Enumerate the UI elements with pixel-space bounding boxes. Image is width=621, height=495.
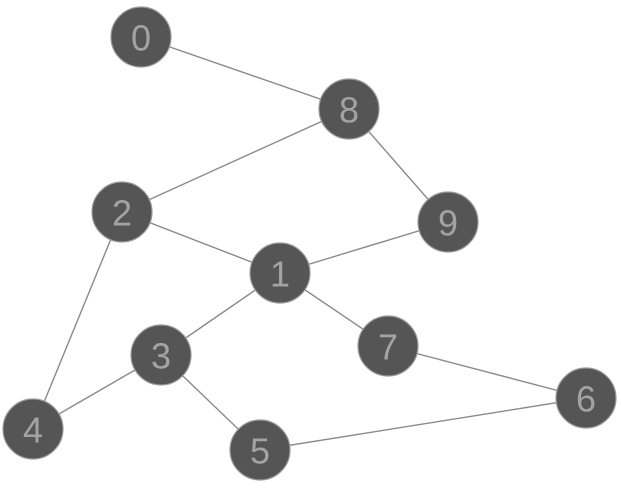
node-5: 5 (229, 419, 291, 481)
edge-2-4 (32, 211, 123, 430)
edges-layer (32, 36, 587, 451)
node-label-5: 5 (250, 431, 270, 472)
edge-0-8 (140, 36, 350, 110)
edge-8-2 (121, 108, 350, 213)
node-circle-7 (357, 315, 419, 377)
nodes-layer: 0 1 2 3 4 5 6 7 8 9 (2, 6, 617, 481)
node-9: 9 (417, 191, 479, 253)
node-label-1: 1 (270, 254, 290, 295)
node-label-3: 3 (151, 336, 171, 377)
edge-7-6 (387, 345, 587, 399)
node-0: 0 (110, 6, 172, 68)
node-label-0: 0 (131, 18, 151, 59)
node-label-2: 2 (112, 193, 132, 234)
node-circle-0 (110, 6, 172, 68)
node-4: 4 (2, 398, 64, 460)
node-8: 8 (318, 78, 380, 140)
node-circle-9 (417, 191, 479, 253)
node-label-6: 6 (576, 379, 596, 420)
node-label-4: 4 (23, 410, 43, 451)
node-circle-1 (249, 242, 311, 304)
node-circle-3 (130, 324, 192, 386)
node-3: 3 (130, 324, 192, 386)
edge-5-6 (259, 397, 587, 451)
node-6: 6 (555, 367, 617, 429)
node-circle-5 (229, 419, 291, 481)
node-label-9: 9 (438, 203, 458, 244)
node-7: 7 (357, 315, 419, 377)
node-circle-2 (91, 181, 153, 243)
node-circle-6 (555, 367, 617, 429)
node-circle-4 (2, 398, 64, 460)
node-label-7: 7 (378, 327, 398, 368)
node-2: 2 (91, 181, 153, 243)
node-label-8: 8 (339, 90, 359, 131)
node-1: 1 (249, 242, 311, 304)
node-circle-8 (318, 78, 380, 140)
